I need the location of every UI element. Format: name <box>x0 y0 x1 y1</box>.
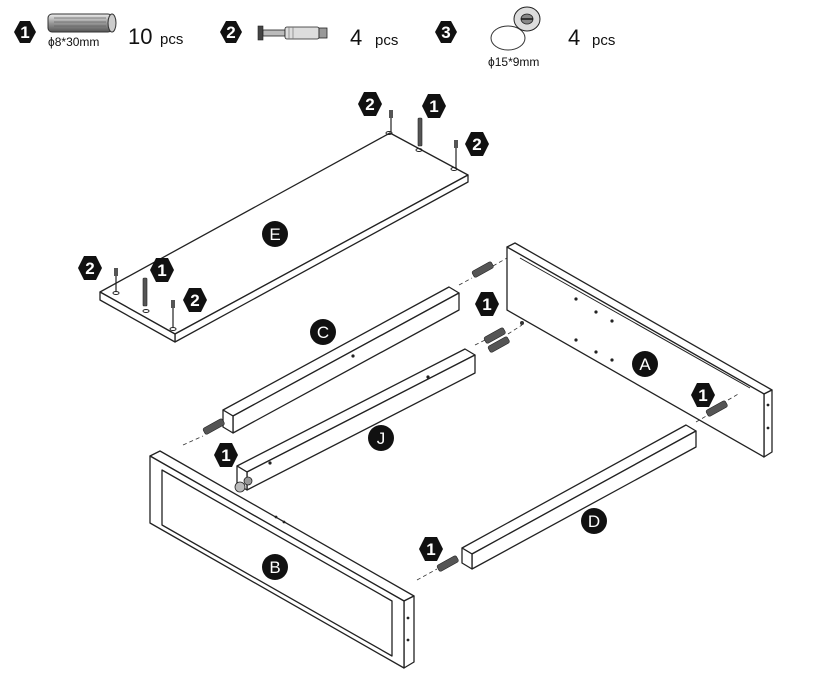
svg-text:1: 1 <box>426 540 435 559</box>
part-number-badge <box>220 21 242 43</box>
svg-text:2: 2 <box>85 259 94 278</box>
callout-1: 1 <box>422 94 446 118</box>
part-number-badge <box>435 21 457 43</box>
panel-d <box>461 424 697 570</box>
svg-text:A: A <box>639 355 651 374</box>
svg-text:J: J <box>377 429 386 448</box>
label-e: E <box>262 221 288 247</box>
callout-1: 1 <box>150 258 174 282</box>
part-legend-3: 3 ϕ15*9mm 4 pcs <box>435 6 615 69</box>
part-unit: pcs <box>592 32 615 49</box>
svg-text:1: 1 <box>221 446 230 465</box>
cam-bolt-icon <box>257 25 328 41</box>
part-unit: pcs <box>375 32 398 49</box>
part-number-badge <box>14 21 36 43</box>
part-size: ϕ8*30mm <box>48 35 99 49</box>
svg-text:C: C <box>317 323 329 342</box>
label-a: A <box>632 351 658 377</box>
svg-text:D: D <box>588 512 600 531</box>
label-j: J <box>368 425 394 451</box>
svg-text:1: 1 <box>482 295 491 314</box>
label-b: B <box>262 554 288 580</box>
svg-text:1: 1 <box>429 97 438 116</box>
part-legend-2: 2 4 pcs <box>220 21 398 50</box>
label-c: C <box>310 319 336 345</box>
dowels <box>182 257 741 581</box>
panel-a <box>506 242 773 458</box>
callout-1: 1 <box>419 537 443 561</box>
part-legend-1: 1 ϕ8*30mm 10 pcs <box>14 13 183 49</box>
part-quantity: 10 <box>128 24 152 49</box>
svg-text:1: 1 <box>698 386 707 405</box>
part-number: 3 <box>441 23 450 42</box>
part-size: ϕ15*9mm <box>488 55 539 69</box>
panel-j <box>236 348 476 491</box>
part-quantity: 4 <box>350 25 362 50</box>
cam-lock-icon <box>490 6 541 51</box>
svg-text:1: 1 <box>157 261 166 280</box>
callout-2: 2 <box>183 288 207 312</box>
svg-text:2: 2 <box>190 291 199 310</box>
callout-2: 2 <box>465 132 489 156</box>
callout-1: 1 <box>691 383 715 407</box>
part-unit: pcs <box>160 31 183 48</box>
label-d: D <box>581 508 607 534</box>
part-quantity: 4 <box>568 25 580 50</box>
callout-2: 2 <box>78 256 102 280</box>
callout-1: 1 <box>475 292 499 316</box>
svg-text:2: 2 <box>365 95 374 114</box>
panel-c <box>222 286 460 434</box>
wooden-dowel-icon <box>47 13 117 33</box>
callout-2: 2 <box>358 92 382 116</box>
svg-text:2: 2 <box>472 135 481 154</box>
svg-text:B: B <box>269 558 280 577</box>
svg-text:E: E <box>269 225 280 244</box>
part-number: 2 <box>226 23 235 42</box>
callout-1: 1 <box>214 443 238 467</box>
part-number: 1 <box>20 23 29 42</box>
